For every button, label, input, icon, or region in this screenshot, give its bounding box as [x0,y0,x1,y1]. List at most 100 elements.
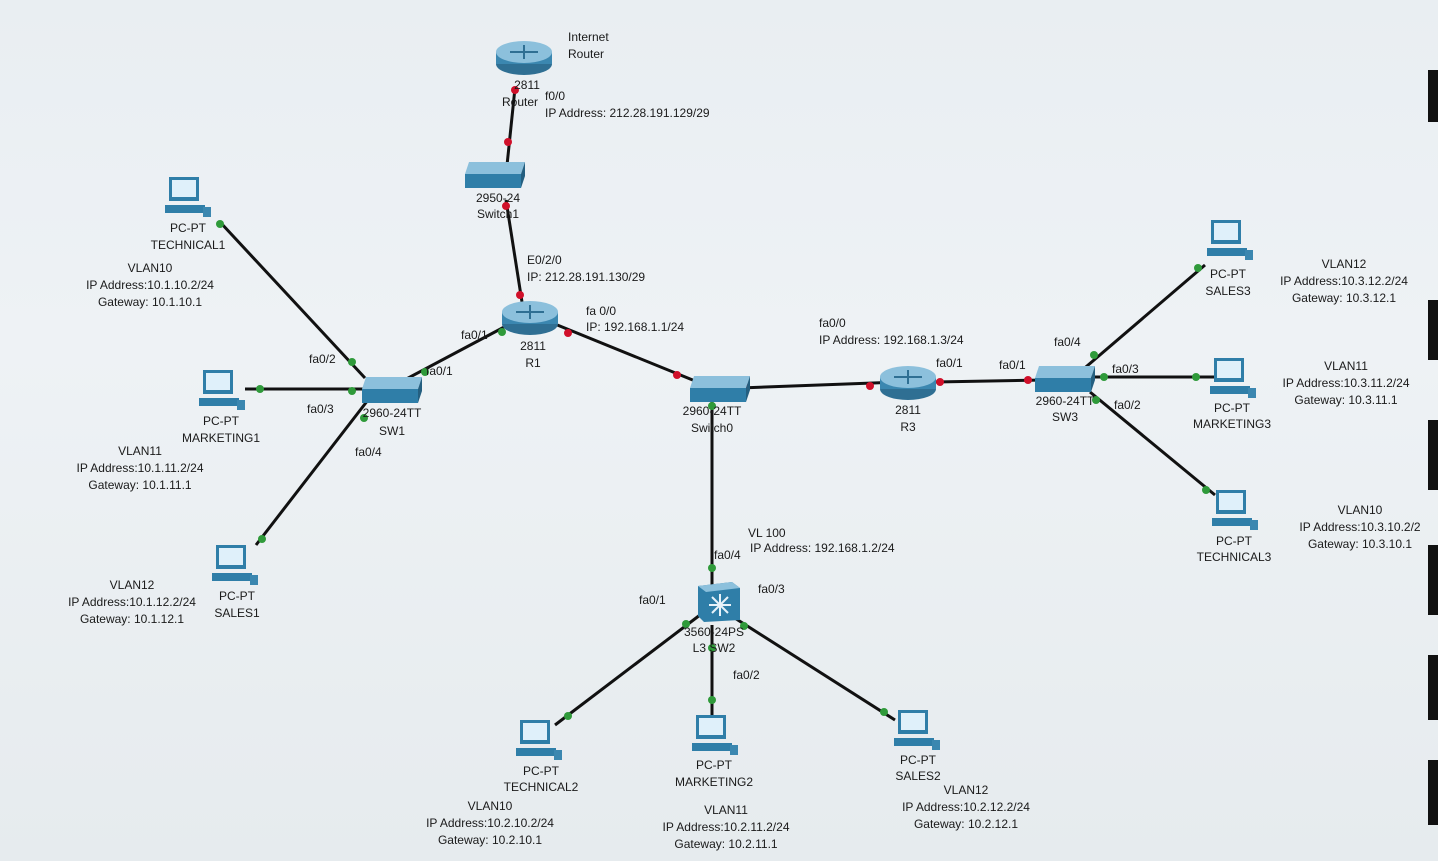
pc-icon[interactable] [163,175,213,221]
sales3-name: SALES3 [1205,284,1251,298]
link-l3sw2-sales2[interactable] [729,613,896,722]
r3-name: R3 [900,420,916,434]
r3-model: 2811 [895,403,921,417]
switch-icon[interactable] [463,160,529,190]
l3sw2-name: L3 SW2 [692,641,736,655]
switch-icon[interactable] [688,374,754,404]
link-r1-sw1[interactable] [394,323,509,387]
sw3-model: 2960-24TT [1035,394,1095,408]
switch-icon[interactable] [360,375,426,405]
switch1-name: Switch1 [476,207,520,221]
pc-icon[interactable] [197,368,247,414]
marketing2-type: PC-PT [696,758,732,772]
l3sw2-model: 3560-24PS [683,625,745,639]
switch0-model: 2960-24TT [682,404,742,418]
link-router-switch1[interactable] [504,87,517,176]
r1-model: 2811 [520,339,546,353]
multilayer-switch-icon[interactable] [696,580,742,624]
sw3-fa02-port: fa0/2 [1114,398,1141,412]
pc-icon[interactable] [1208,356,1258,402]
sales2-type: PC-PT [900,753,936,767]
r1-e020-ip: IP: 212.28.191.130/29 [527,270,646,284]
link-switch1-r1[interactable] [504,199,524,303]
r1-e020-port: E0/2/0 [527,253,562,267]
switch-icon[interactable] [1033,364,1099,394]
sw1-fa03-port: fa0/3 [307,402,334,416]
sw1-model: 2960-24TT [362,406,422,420]
r3-fa00-port: fa0/0 [819,316,846,330]
link-l3sw2-technical2[interactable] [554,613,701,727]
link-sw3-sales3[interactable] [1079,263,1206,374]
r1-fa01-port: fa0/1 [461,328,488,342]
r3-fa00-ip: IP Address: 192.168.1.3/24 [819,333,964,347]
switch0-name: Switch0 [690,421,734,435]
sw3-fa04-port: fa0/4 [1054,335,1081,349]
router-icon[interactable] [878,363,938,403]
sales1-type: PC-PT [219,589,255,603]
r1-name: R1 [525,356,541,370]
technical2-type: PC-PT [523,764,559,778]
internet-router-name: Router [501,95,539,109]
l3-vl100-ip: IP Address: 192.168.1.2/24 [750,541,895,555]
marketing1-type: PC-PT [203,414,239,428]
sw1-fa01-port: fa0/1 [426,364,453,378]
r1-fa00-port: fa 0/0 [586,304,617,318]
marketing2-name: MARKETING2 [674,775,754,789]
edge-bar [1428,655,1438,720]
sw3-fa03-port: fa0/3 [1112,362,1139,376]
pc-icon[interactable] [210,543,260,589]
sw1-fa02-port: fa0/2 [309,352,336,366]
router-icon[interactable] [500,298,560,338]
link-sw1-technical1[interactable] [218,220,367,380]
inet-f00-ip: IP Address: 212.28.191.129/29 [545,106,710,120]
inet-f00-port: f0/0 [545,89,566,103]
link-sw3-technical3[interactable] [1089,390,1216,497]
r1-fa00-ip: IP: 192.168.1.1/24 [586,320,685,334]
sales3-type: PC-PT [1210,267,1246,281]
sw3-name: SW3 [1051,410,1079,424]
pc-icon[interactable] [690,713,740,759]
link-switch0-r3[interactable] [739,380,901,390]
link-sw1-sales1[interactable] [254,399,370,546]
internet-router-model: 2811 [514,78,540,92]
pc-icon[interactable] [514,718,564,764]
edge-bar [1428,420,1438,490]
l3-fa03-port: fa0/3 [758,582,785,596]
edge-bar [1428,760,1438,825]
technical3-name: TECHNICAL3 [1196,550,1272,564]
sales1-name: SALES1 [214,606,260,620]
sw1-fa04-port: fa0/4 [355,445,382,459]
l3-vl100-port: VL 100 [748,526,786,540]
pc-icon[interactable] [1205,218,1255,264]
r3-fa01-port: fa0/1 [936,356,963,370]
pc-icon[interactable] [1210,488,1260,534]
port-status-dots [216,86,1210,720]
l3-fa02-port: fa0/2 [733,668,760,682]
technical3-type: PC-PT [1216,534,1252,548]
l3-fa04-port: fa0/4 [714,548,741,562]
technical2-name: TECHNICAL2 [503,780,579,794]
sw1-name: SW1 [378,424,406,438]
sales2-name: SALES2 [895,769,941,783]
internet-router-caption-2: Router [568,47,605,61]
edge-bar [1428,545,1438,615]
marketing1-name: MARKETING1 [181,431,261,445]
l3-fa01-port: fa0/1 [639,593,666,607]
technical1-name: TECHNICAL1 [150,238,226,252]
edge-bar [1428,300,1438,360]
router-icon[interactable] [494,38,554,78]
pc-icon[interactable] [892,708,942,754]
internet-router-caption-1: Internet [568,30,609,44]
marketing3-name: MARKETING3 [1192,417,1272,431]
sw3-fa01-port: fa0/1 [999,358,1026,372]
